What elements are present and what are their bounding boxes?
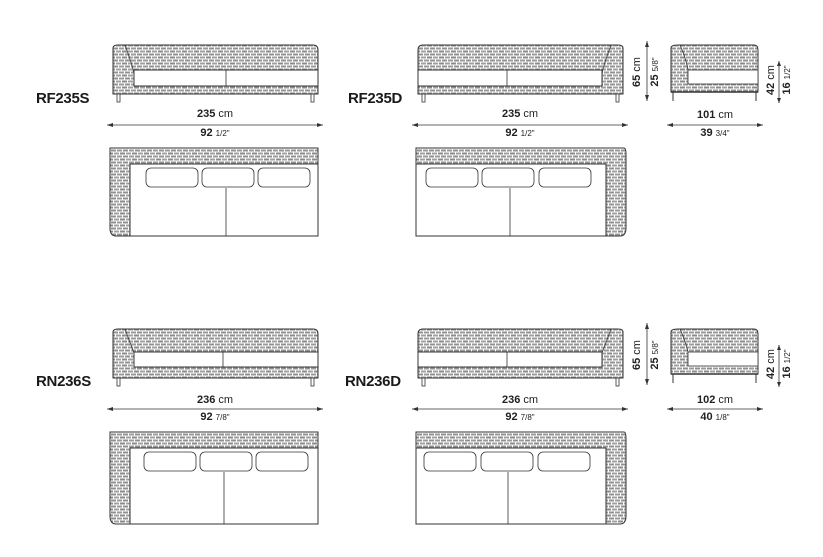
height-cm-rn236d: 65 cm [631, 340, 643, 370]
model-label-rf235d: RF235D [348, 90, 403, 107]
height-cm-rf235d: 65 cm [631, 57, 643, 87]
width-cm-rf235d: 235 cm [501, 108, 539, 120]
model-label-rn236d: RN236D [345, 373, 401, 390]
seat-height-cm-side-2: 42 cm [765, 349, 777, 379]
width-dimension-line-rn236s [107, 407, 323, 411]
width-cm-rn236s: 236 cm [196, 394, 234, 406]
depth-cm-side-1: 101 cm [696, 109, 734, 121]
width-in-rf235d: 92 1/2" [505, 127, 535, 139]
seat-height-cm-side-1: 42 cm [765, 65, 777, 95]
front-view-rf235d [417, 44, 624, 103]
seat-height-dimension-line-side-1 [777, 61, 781, 103]
top-view-rn236d [415, 431, 627, 525]
top-view-rf235d [415, 147, 627, 237]
front-view-rn236d [417, 328, 624, 387]
model-label-rf235s: RF235S [36, 90, 90, 107]
seat-height-in-side-1: 16 1/2" [781, 65, 793, 95]
side-view-2 [670, 328, 759, 383]
seat-height-in-side-2: 16 1/2" [781, 349, 793, 379]
width-in-rf235s: 92 1/2" [200, 127, 230, 139]
height-dimension-line-rn236d [645, 323, 649, 385]
depth-dimension-line-side-1 [667, 123, 763, 127]
width-in-rn236d: 92 7/8" [505, 411, 535, 423]
width-in-rn236s: 92 7/8" [200, 411, 230, 423]
depth-in-side-2: 40 1/8" [700, 411, 730, 423]
width-dimension-line-rf235d [412, 123, 628, 127]
depth-dimension-line-side-2 [667, 407, 763, 411]
height-in-rn236d: 25 5/8" [649, 340, 661, 370]
top-view-rn236s [109, 431, 319, 525]
depth-in-side-1: 39 3/4" [700, 127, 730, 139]
width-dimension-line-rn236d [412, 407, 628, 411]
width-cm-rn236d: 236 cm [501, 394, 539, 406]
front-view-rn236s [112, 328, 319, 387]
width-dimension-line-rf235s [107, 123, 323, 127]
model-label-rn236s: RN236S [36, 373, 91, 390]
front-view-rf235s [112, 44, 319, 103]
depth-cm-side-2: 102 cm [696, 394, 734, 406]
width-cm-rf235s: 235 cm [196, 108, 234, 120]
height-in-rf235d: 25 5/8" [649, 57, 661, 87]
height-dimension-line-rf235d [645, 41, 649, 101]
top-view-rf235s [109, 147, 319, 237]
seat-height-dimension-line-side-2 [777, 345, 781, 387]
side-view-1 [670, 44, 759, 101]
